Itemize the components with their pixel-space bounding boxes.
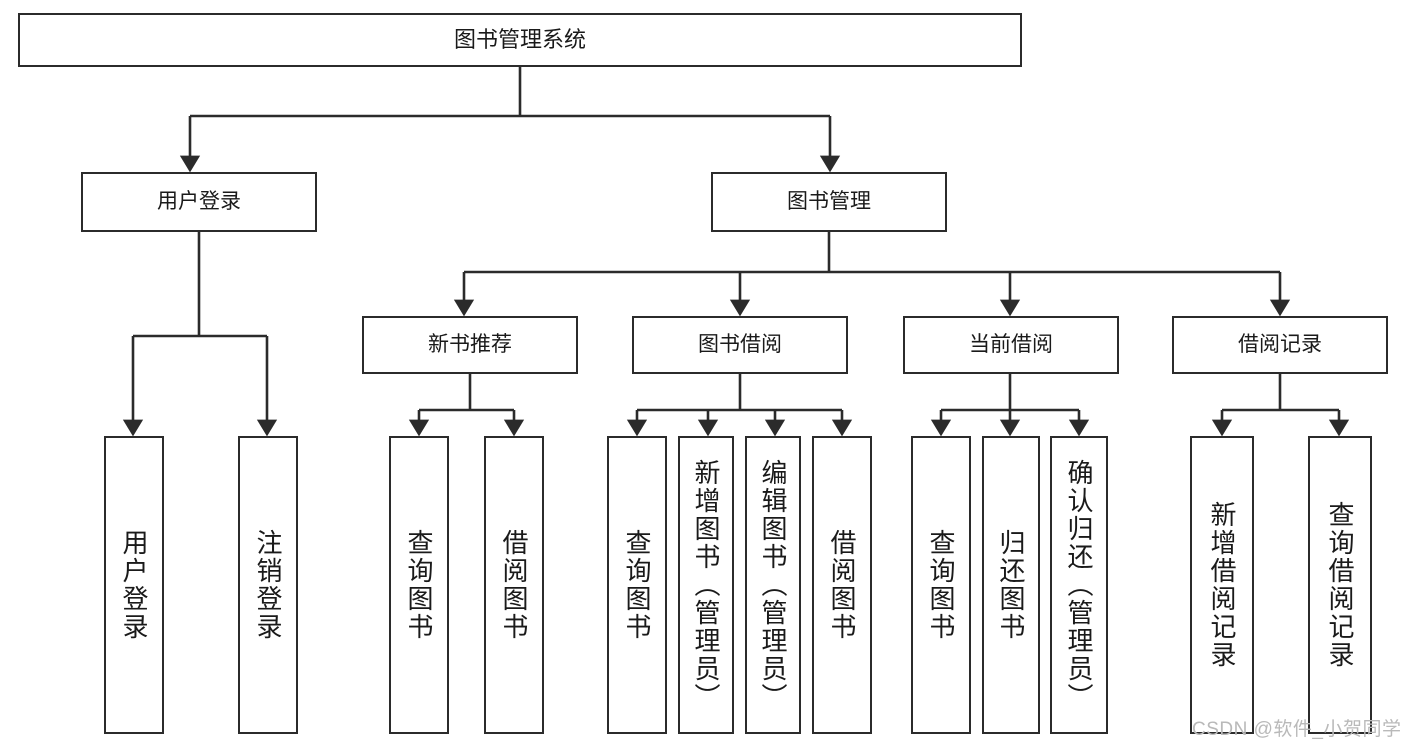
leaf-label: 查询图书 — [404, 529, 434, 641]
node-book-management[interactable]: 图书管理 — [711, 172, 947, 232]
node-root[interactable]: 图书管理系统 — [18, 13, 1022, 67]
leaf-label: 新增图书（管理员） — [691, 459, 721, 711]
node-new-book-recommend[interactable]: 新书推荐 — [362, 316, 578, 374]
leaf-label: 查询借阅记录 — [1325, 501, 1355, 669]
node-root-label: 图书管理系统 — [453, 26, 586, 52]
leaf-borrow-record-query-record[interactable]: 查询借阅记录 — [1308, 436, 1372, 734]
leaf-label: 编辑图书（管理员） — [758, 459, 788, 711]
node-book-management-label: 图书管理 — [787, 190, 871, 214]
leaf-label: 查询图书 — [622, 529, 652, 641]
leaf-current-borrow-return-book[interactable]: 归还图书 — [982, 436, 1040, 734]
leaf-label: 借阅图书 — [827, 529, 857, 641]
leaf-label: 归还图书 — [996, 529, 1026, 641]
leaf-book-borrow-add-book[interactable]: 新增图书（管理员） — [678, 436, 734, 734]
node-borrow-record-label: 借阅记录 — [1238, 333, 1322, 357]
leaf-user-login-logout[interactable]: 注销登录 — [238, 436, 298, 734]
leaf-current-borrow-confirm-return[interactable]: 确认归还（管理员） — [1050, 436, 1108, 734]
leaf-new-book-borrow-book[interactable]: 借阅图书 — [484, 436, 544, 734]
leaf-label: 用户登录 — [119, 529, 149, 641]
node-current-borrow-label: 当前借阅 — [969, 333, 1053, 357]
node-borrow-record[interactable]: 借阅记录 — [1172, 316, 1388, 374]
leaf-label: 借阅图书 — [499, 529, 529, 641]
node-current-borrow[interactable]: 当前借阅 — [903, 316, 1119, 374]
leaf-label: 新增借阅记录 — [1207, 501, 1237, 669]
leaf-label: 查询图书 — [926, 529, 956, 641]
node-book-borrow[interactable]: 图书借阅 — [632, 316, 848, 374]
leaf-current-borrow-query-book[interactable]: 查询图书 — [911, 436, 971, 734]
csdn-watermark: CSDN @软件_小贺同学 — [1192, 719, 1402, 740]
leaf-label: 注销登录 — [253, 529, 283, 641]
leaf-label: 确认归还（管理员） — [1064, 459, 1094, 711]
leaf-book-borrow-edit-book[interactable]: 编辑图书（管理员） — [745, 436, 801, 734]
leaf-new-book-query-book[interactable]: 查询图书 — [389, 436, 449, 734]
leaf-book-borrow-query-book[interactable]: 查询图书 — [607, 436, 667, 734]
node-user-login[interactable]: 用户登录 — [81, 172, 317, 232]
leaf-book-borrow-borrow-book[interactable]: 借阅图书 — [812, 436, 872, 734]
node-book-borrow-label: 图书借阅 — [698, 333, 782, 357]
node-user-login-label: 用户登录 — [157, 190, 241, 214]
leaf-user-login-login[interactable]: 用户登录 — [104, 436, 164, 734]
leaf-borrow-record-add-record[interactable]: 新增借阅记录 — [1190, 436, 1254, 734]
node-new-book-recommend-label: 新书推荐 — [428, 333, 512, 357]
